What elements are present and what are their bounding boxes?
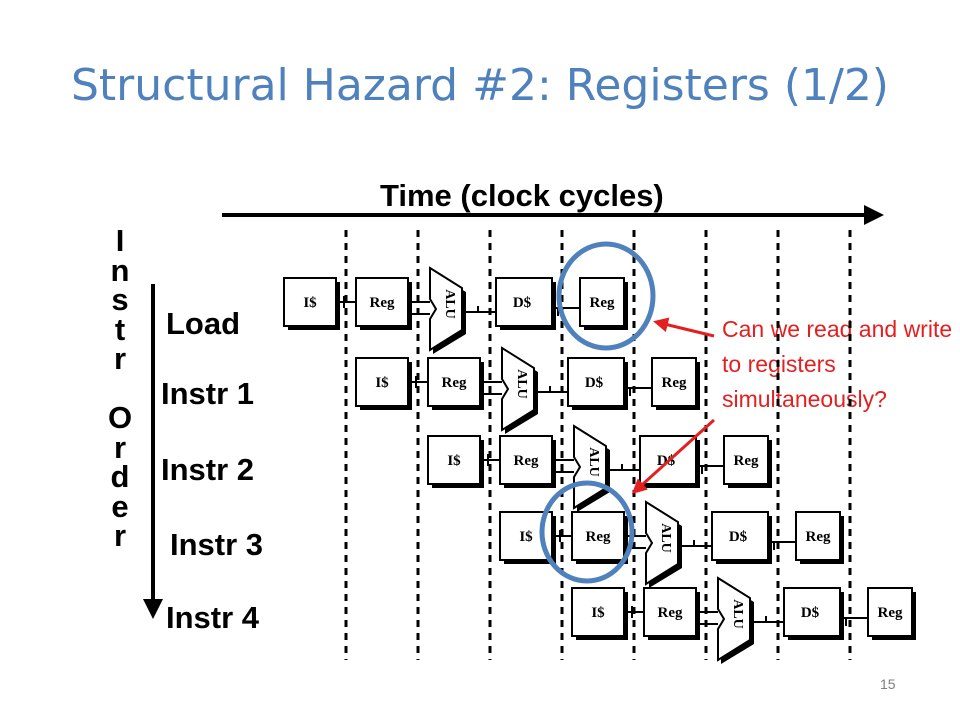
row-label-instr-4: Instr 4 (166, 600, 260, 635)
dcache-box (567, 357, 625, 407)
question-arrow-to-write (653, 317, 715, 338)
icache-label: I$ (375, 375, 389, 391)
reg-write-highlight-circle (556, 241, 656, 351)
reg-write-box (867, 587, 913, 637)
order-letter: n (110, 252, 130, 288)
pipeline-row-4: I$ Reg ALU D$ Reg (571, 576, 916, 664)
reg-read-box (355, 277, 409, 327)
wire (408, 376, 430, 388)
order-letter: d (110, 459, 130, 494)
wire (750, 616, 784, 623)
reg-read-box (499, 435, 553, 485)
wire (480, 454, 502, 466)
alu-label: ALU (658, 523, 673, 553)
reg-read-highlight-circle (539, 480, 635, 584)
icache-label: I$ (519, 529, 533, 545)
reg-read-box (571, 511, 625, 561)
wire (534, 386, 568, 393)
alu-label: ALU (442, 289, 457, 319)
icache-box (427, 435, 481, 485)
reg-read-label: Reg (658, 605, 683, 621)
reg-write-box (795, 511, 841, 561)
icache-box (355, 357, 409, 407)
icache-box (283, 277, 337, 327)
row-label-instr-3: Instr 3 (170, 527, 264, 562)
wire (768, 541, 796, 550)
reg-read-label: Reg (514, 453, 539, 469)
time-axis-label: Time (clock cycles) (380, 178, 664, 213)
wire (678, 540, 712, 547)
wire (606, 464, 640, 471)
wire (696, 465, 724, 474)
slide-title: Structural Hazard #2: Registers (1/2) (71, 60, 889, 111)
alu-box (573, 424, 607, 510)
reg-write-label: Reg (662, 375, 687, 391)
page-number: 15 (880, 676, 896, 692)
dcache-label: D$ (729, 529, 748, 545)
row-label-load: Load (166, 306, 241, 341)
alu-box (429, 266, 463, 352)
order-letter: O (107, 400, 133, 435)
alu-box (645, 500, 679, 586)
row-label-instr-1: Instr 1 (161, 376, 255, 411)
reg-read-label: Reg (442, 375, 467, 391)
reg-write-label: Reg (734, 453, 759, 469)
wire (552, 530, 574, 542)
wire (462, 306, 496, 313)
order-letter: r (113, 429, 127, 465)
wire (840, 617, 868, 626)
alu-label: ALU (514, 369, 529, 399)
reg-read-box (643, 587, 697, 637)
pipeline-row-3: I$ Reg ALU D$ Reg (499, 500, 844, 588)
row-label-instr-2: Instr 2 (161, 452, 255, 487)
alu-label: ALU (730, 599, 745, 629)
reg-read-label: Reg (370, 295, 395, 311)
dcache-box (783, 587, 841, 637)
wire (336, 296, 358, 308)
order-letter: t (114, 311, 126, 347)
dcache-label: D$ (801, 605, 820, 621)
icache-label: I$ (303, 295, 317, 311)
wire (552, 459, 574, 473)
reg-read-label: Reg (586, 529, 611, 545)
wire (624, 606, 646, 618)
dcache-box (495, 277, 553, 327)
order-letter: r (113, 518, 127, 553)
order-letter: s (111, 282, 129, 317)
wire (696, 611, 718, 625)
alu-box (717, 576, 751, 662)
reg-write-label: Reg (590, 295, 615, 311)
icache-label: I$ (447, 453, 461, 469)
wire (408, 301, 430, 315)
dcache-box (711, 511, 769, 561)
pipeline-row-0: I$ Reg ALU D$ Reg (283, 266, 628, 354)
icache-box (571, 587, 625, 637)
reg-write-label: Reg (878, 605, 903, 621)
order-letter: r (113, 341, 127, 376)
order-letter: e (111, 488, 129, 524)
reg-write-box (579, 277, 625, 327)
reg-write-label: Reg (806, 529, 831, 545)
pipeline-row-1: I$ Reg ALU D$ Reg (355, 346, 700, 434)
order-letter: I (115, 223, 125, 258)
alu-label: ALU (586, 447, 601, 477)
dcache-label: D$ (513, 295, 532, 311)
reg-write-box (723, 435, 769, 485)
alu-box (501, 346, 535, 432)
instruction-order-label: I n s t r O r d e r (100, 223, 140, 553)
reg-read-box (427, 357, 481, 407)
reg-write-box (651, 357, 697, 407)
wire (552, 307, 580, 316)
question-arrow-to-read (631, 418, 716, 495)
icache-label: I$ (591, 605, 605, 621)
wire (480, 381, 502, 395)
wire (624, 387, 652, 396)
dcache-label: D$ (585, 375, 604, 391)
